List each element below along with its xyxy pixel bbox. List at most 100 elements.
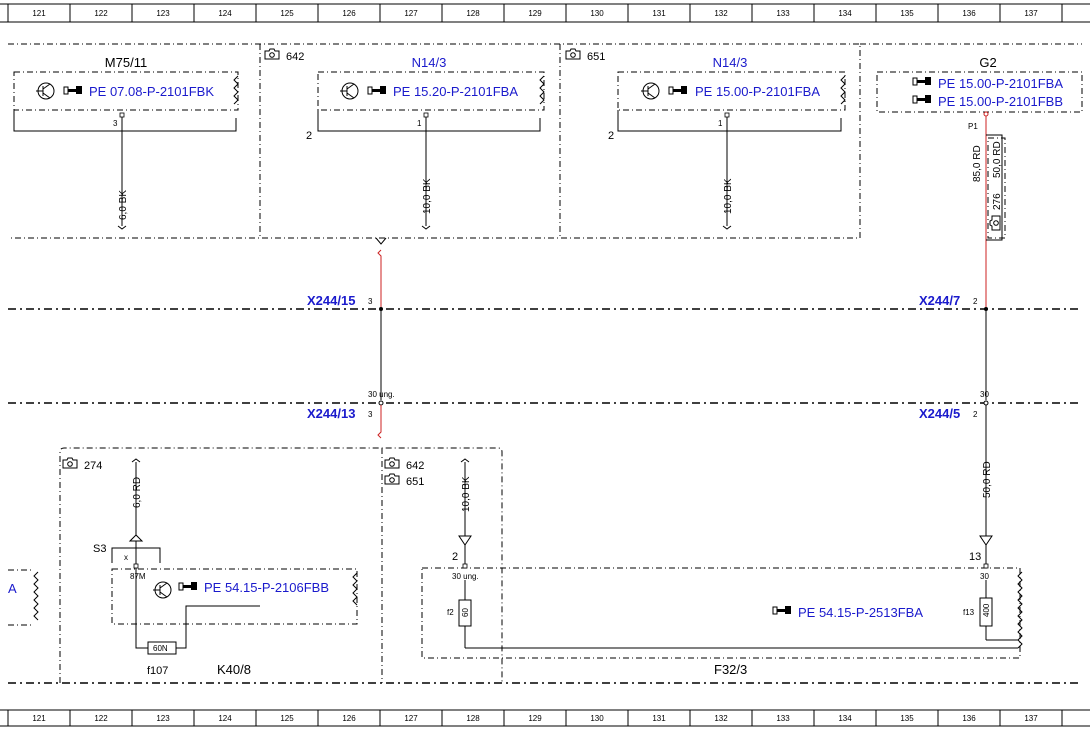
k40-pin-87m: 87M [130, 572, 146, 581]
k40-reference-link[interactable]: PE 54.15-P-2106FBB [204, 580, 329, 595]
hand-pointer-icon [367, 85, 387, 95]
g2-location: 276 [992, 193, 1003, 210]
transistor-icon [339, 82, 359, 100]
bottom-ruler-label-131: 131 [652, 714, 666, 723]
s3-label: S3 [93, 543, 106, 555]
top-ruler-label-128: 128 [466, 9, 480, 18]
location-camera-icon [989, 215, 1001, 231]
x244-5-label: X244/5 [919, 406, 960, 421]
bottom-ruler-label-136: 136 [962, 714, 976, 723]
k40-x-label: x [124, 553, 128, 562]
f32-fuse-left-id: f2 [447, 608, 454, 617]
bottom-ruler-label-133: 133 [776, 714, 790, 723]
n14b-reference-link[interactable]: PE 15.00-P-2101FBA [695, 84, 820, 99]
hand-pointer-icon [63, 85, 83, 95]
n14a-pin-left: 2 [306, 130, 312, 142]
g2-wire-label-b: 50,0 RD [992, 141, 1003, 178]
f32-pin-right: 13 [969, 551, 981, 563]
f32-wire-right: 50,0 RD [982, 461, 993, 498]
n14b-location: 651 [587, 51, 605, 63]
top-ruler-label-122: 122 [94, 9, 108, 18]
bottom-ruler-label-121: 121 [32, 714, 46, 723]
g2-reference-link-2[interactable]: PE 15.00-P-2101FBB [938, 94, 1063, 109]
top-ruler-label-133: 133 [776, 9, 790, 18]
top-ruler-label-126: 126 [342, 9, 356, 18]
k40-wire-label: 6,0 RD [132, 477, 143, 508]
hand-pointer-icon [912, 94, 932, 104]
n14a-reference-link[interactable]: PE 15.20-P-2101FBA [393, 84, 518, 99]
g2-box [876, 71, 1083, 113]
g2-reference-link-1[interactable]: PE 15.00-P-2101FBA [938, 76, 1063, 91]
component-g2: G2 PE 15.00-P-2101FBA PE 15.00-P-2101FBB… [876, 55, 1083, 307]
n14b-pin: 1 [718, 119, 723, 128]
top-ruler-label-124: 124 [218, 9, 232, 18]
n14a-box [317, 71, 545, 111]
k40-box [111, 568, 358, 625]
bottom-ruler-label-132: 132 [714, 714, 728, 723]
connector-x244-13: 30 ung. X244/13 3 [307, 390, 395, 439]
f32-location-1: 642 [406, 460, 424, 472]
f32-term-right: 30 [980, 572, 989, 581]
bottom-ruler-label-123: 123 [156, 714, 170, 723]
top-ruler-label-135: 135 [900, 9, 914, 18]
f32-term-left: 30 ung. [452, 572, 479, 581]
f32-fuse-left-value: 60 [461, 608, 470, 617]
x244-13-term: 30 ung. [368, 390, 395, 399]
top-ruler-label-121: 121 [32, 9, 46, 18]
f32-label: F32/3 [714, 662, 747, 677]
component-f32-3: 642 651 10,0 BK 2 50,0 RD 13 30 ung. 30 … [384, 457, 1023, 677]
k40-fuse-id: f107 [147, 665, 168, 677]
f32-location-2: 651 [406, 476, 424, 488]
m75-pin: 3 [113, 119, 118, 128]
n14a-label: N14/3 [412, 55, 447, 70]
x244-7-pin: 2 [973, 297, 978, 306]
lower-enclosure-boundary [59, 447, 503, 683]
k40-location: 274 [84, 460, 102, 472]
f107-fuse [147, 641, 177, 655]
x244-5-pin: 2 [973, 410, 978, 419]
component-m75-11: M75/11 PE 07.08-P-2101FBK 3 6,0 BK [13, 55, 239, 230]
transistor-icon [152, 581, 172, 599]
k40-label: K40/8 [217, 662, 251, 677]
hand-pointer-icon [668, 85, 688, 95]
bottom-ruler-label-130: 130 [590, 714, 604, 723]
bottom-ruler-label-122: 122 [94, 714, 108, 723]
bottom-ruler-label-134: 134 [838, 714, 852, 723]
bottom-ruler-label-137: 137 [1024, 714, 1038, 723]
component-n14-3-a: 642 N14/3 PE 15.20-P-2101FBA 2 1 10,0 BK [264, 48, 545, 230]
n14b-pin-left: 2 [608, 130, 614, 142]
hand-pointer-icon [912, 76, 932, 86]
x244-15-label: X244/15 [307, 293, 355, 308]
f32-fuse-right-value: 400 [982, 603, 991, 617]
f32-reference-link[interactable]: PE 54.15-P-2513FBA [798, 605, 923, 620]
f32-box [421, 567, 1021, 659]
n14a-location: 642 [286, 51, 304, 63]
m75-reference-link[interactable]: PE 07.08-P-2101FBK [89, 84, 214, 99]
connector-x244-5: 30 X244/5 2 [919, 390, 989, 536]
component-n14-3-b: 651 N14/3 PE 15.00-P-2101FBA 2 1 10,0 BK [565, 48, 846, 230]
g2-wire-label-a: 85,0 RD [972, 145, 983, 182]
bottom-ruler-label-128: 128 [466, 714, 480, 723]
top-ruler-label-134: 134 [838, 9, 852, 18]
bottom-ruler-label-124: 124 [218, 714, 232, 723]
x244-7-label: X244/7 [919, 293, 960, 308]
top-ruler-label-125: 125 [280, 9, 294, 18]
hand-pointer-icon [178, 581, 198, 591]
boundary-arrow [375, 237, 387, 245]
m75-label: M75/11 [105, 55, 147, 70]
f32-pin-left: 2 [452, 551, 458, 563]
left-stub-label: A [8, 581, 17, 596]
f32-wire-left: 10,0 BK [461, 476, 472, 512]
location-camera-icon [565, 48, 581, 60]
g2-label: G2 [979, 55, 996, 70]
location-camera-icon [264, 48, 280, 60]
m75-break-marker [233, 75, 239, 105]
location-camera-icon [384, 457, 400, 469]
bottom-ruler-label-129: 129 [528, 714, 542, 723]
transistor-icon [35, 82, 55, 100]
g2-pin: P1 [968, 122, 978, 131]
n14a-pin: 1 [417, 119, 422, 128]
x244-13-pin: 3 [368, 410, 373, 419]
